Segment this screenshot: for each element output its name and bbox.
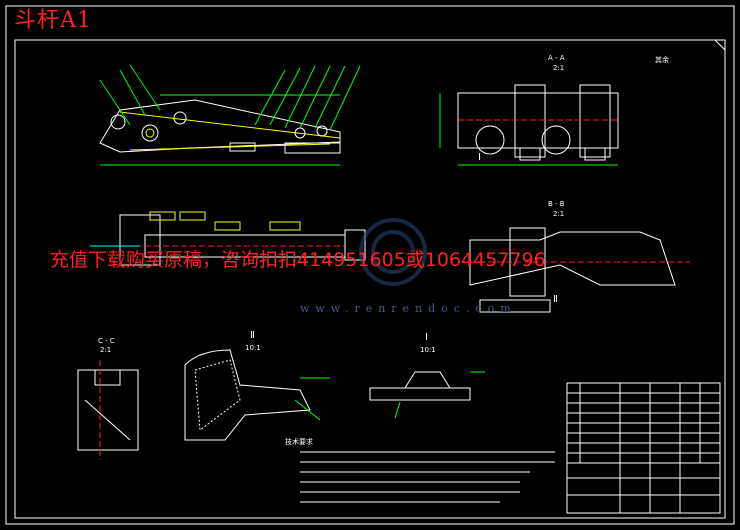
label-detail-2-scale: 10:1: [245, 344, 261, 352]
label-aa: A - A: [548, 54, 565, 62]
label-bb: B - B: [548, 200, 565, 208]
section-bb: [469, 227, 690, 313]
label-roman-2: Ⅱ: [553, 294, 558, 305]
outer-frame: [5, 5, 735, 525]
label-roman-1: Ⅰ: [478, 152, 481, 163]
section-cc: [77, 360, 139, 460]
label-detail-2: Ⅱ: [250, 330, 255, 341]
main-top-view: [90, 211, 366, 266]
main-side-view: [99, 64, 361, 166]
label-cc-scale: 2:1: [100, 346, 111, 354]
tech-req-title: 技术要求: [285, 437, 313, 446]
title-block: [566, 382, 721, 514]
promo-overlay-text: 充值下载购买原稿，咨询扣扣414951605或1064457796: [50, 249, 546, 271]
watermark-url: www.renrendoc.com: [300, 302, 517, 315]
label-cc: C - C: [98, 337, 115, 345]
label-note-top-right: 其余: [655, 55, 669, 64]
corner-mark: [714, 39, 726, 51]
watermark-logo: [359, 218, 427, 286]
detail-2: [184, 349, 330, 441]
detail-1: [369, 371, 485, 419]
drawing-title: 斗杆A1: [14, 8, 92, 33]
section-aa: [439, 84, 620, 166]
tech-notes-lines: [300, 451, 555, 503]
label-detail-1-scale: 10:1: [420, 346, 436, 354]
label-bb-scale: 2:1: [553, 210, 564, 218]
label-detail-1: Ⅰ: [425, 332, 428, 343]
inner-frame: [14, 39, 726, 519]
label-aa-scale: 2:1: [553, 64, 564, 72]
